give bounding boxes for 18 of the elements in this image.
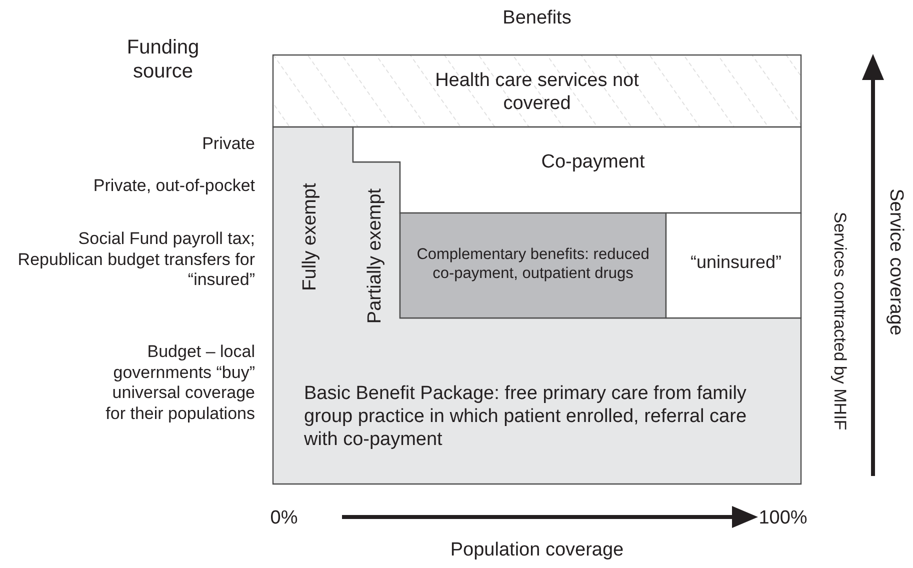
- region-label: Fully exempt: [298, 183, 322, 291]
- region-label: Health care services not covered: [434, 68, 640, 116]
- axis-label: Population coverage: [450, 538, 624, 562]
- axis-label: Funding source: [126, 36, 200, 84]
- axis-label: Benefits: [502, 6, 572, 30]
- region-label: “uninsured”: [690, 252, 782, 274]
- region-label: Partially exempt: [363, 188, 386, 324]
- axis-label: 0%: [270, 506, 298, 530]
- axis-label: 100%: [758, 506, 808, 530]
- region-label: Complementary benefits: reduced co-payment, outpatient drugs: [416, 246, 650, 284]
- axis-label: Private: [201, 134, 255, 155]
- axis-label: Budget – local governments “buy” universal coverage for their populations: [104, 342, 255, 425]
- axis-label: Private, out-of-pocket: [92, 176, 255, 197]
- region-label: Basic Benefit Package: free primary care from family group practice in which patient enrolled, referral care with co-payment: [304, 382, 748, 452]
- axis-label: Services contracted by MHIF: [829, 212, 850, 430]
- axis-label: Service coverage: [884, 188, 908, 336]
- region-label: Co-payment: [541, 150, 645, 174]
- axis-label: Social Fund payroll tax; Republican budget transfers for “insured”: [16, 229, 255, 292]
